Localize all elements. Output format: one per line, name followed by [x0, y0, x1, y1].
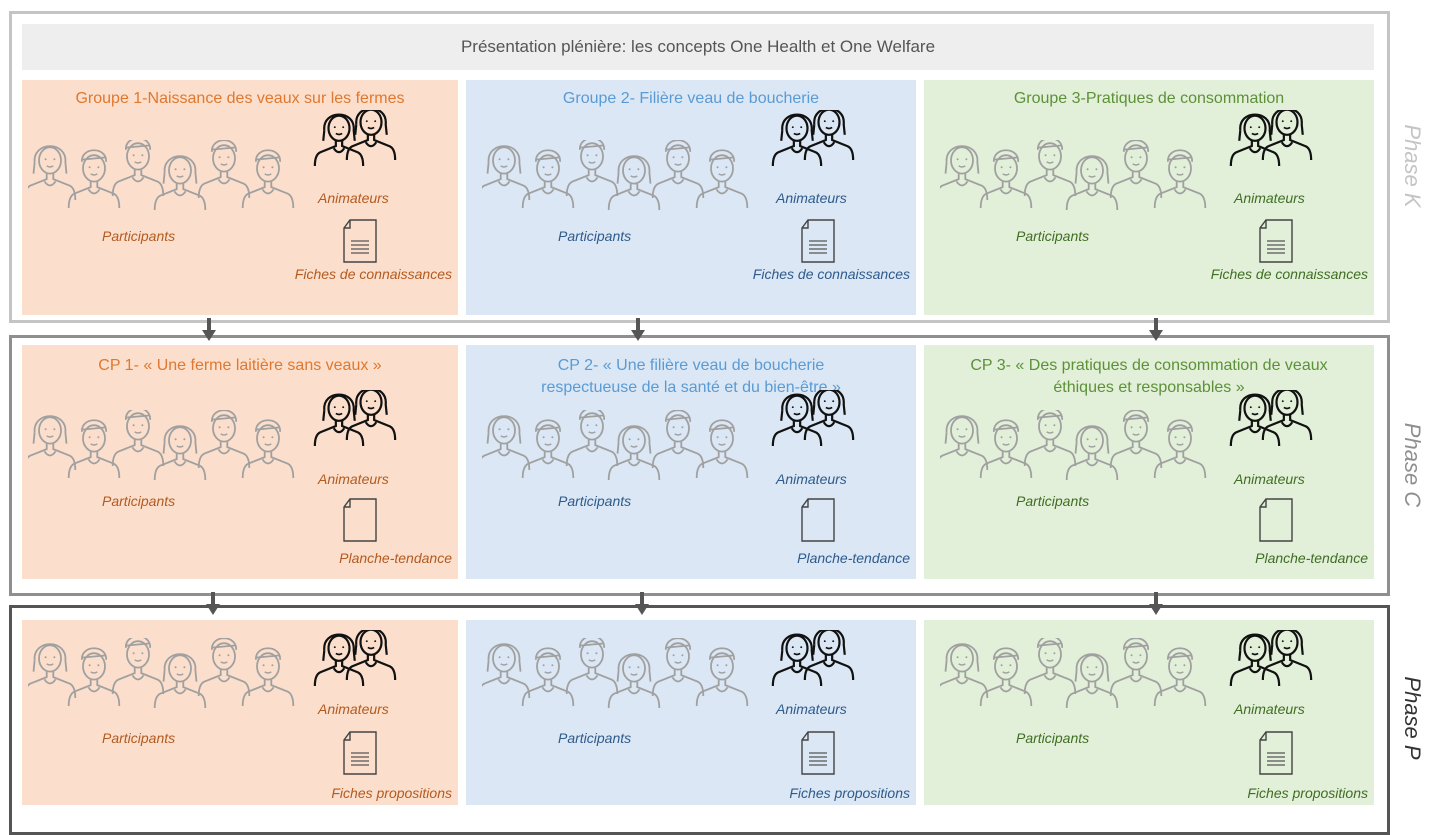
document-lined-icon — [340, 730, 380, 781]
document-lined-icon — [1256, 218, 1296, 269]
participants-label: Participants — [558, 730, 632, 746]
panel-phase2-group3: Participants Animateurs Fiches propositi… — [924, 620, 1374, 805]
animators-label: Animateurs — [776, 190, 847, 206]
document-lined-icon — [798, 218, 838, 269]
animators-label: Animateurs — [1234, 190, 1305, 206]
document-label: Planche-tendance — [339, 550, 452, 566]
document-label: Fiches propositions — [1247, 785, 1368, 801]
arrow-c-p-3-head — [1149, 604, 1163, 615]
participants-group-icon — [23, 635, 308, 723]
document-label: Fiches de connaissances — [294, 266, 452, 282]
panel-title: CP 3- « Des pratiques de consommation de… — [970, 357, 1328, 396]
document-lined-icon — [798, 730, 838, 781]
participants-group-icon — [23, 137, 308, 225]
animators-label: Animateurs — [318, 471, 389, 487]
panel-title: Groupe 1-Naissance des veaux sur les fer… — [75, 90, 405, 107]
panel-phase2-group2: Participants Animateurs Fiches propositi… — [466, 620, 916, 805]
arrow-c-p-2-head — [635, 604, 649, 615]
arrow-k-c-3-head — [1149, 330, 1163, 341]
participants-label: Participants — [102, 493, 176, 509]
phase-c-frame — [9, 335, 1390, 596]
participants-label: Participants — [1016, 730, 1090, 746]
panel-phase2-group1: Participants Animateurs Fiches propositi… — [22, 620, 458, 805]
arrow-c-p-1-head — [206, 604, 220, 615]
participants-group-icon — [477, 137, 762, 225]
animators-pair-icon — [771, 627, 861, 695]
document-label: Planche-tendance — [1255, 550, 1368, 566]
animators-pair-icon — [1229, 107, 1319, 175]
panel-title: Groupe 2- Filière veau de boucherie — [562, 90, 820, 107]
animators-pair-icon — [771, 107, 861, 175]
panel-phase0-group3: Groupe 3-Pratiques de consommation — [924, 80, 1374, 315]
participants-label: Participants — [558, 228, 632, 244]
participants-label: Participants — [102, 228, 176, 244]
document-blank-icon — [1256, 497, 1296, 548]
plenary-presentation-bar: Présentation plénière: les concepts One … — [22, 24, 1374, 70]
participants-label: Participants — [558, 493, 632, 509]
document-blank-icon — [340, 497, 380, 548]
animators-label: Animateurs — [318, 701, 389, 717]
animators-pair-icon — [1229, 387, 1319, 455]
participants-label: Participants — [1016, 228, 1090, 244]
document-label: Fiches propositions — [331, 785, 452, 801]
animators-label: Animateurs — [776, 471, 847, 487]
animators-label: Animateurs — [1234, 701, 1305, 717]
panel-title: CP 1- « Une ferme laitière sans veaux » — [98, 357, 382, 374]
document-label: Fiches de connaissances — [752, 266, 910, 282]
document-label: Fiches de connaissances — [1210, 266, 1368, 282]
document-lined-icon — [1256, 730, 1296, 781]
participants-group-icon — [477, 635, 762, 723]
panel-title: CP 2- « Une filière veau de boucherie re… — [541, 357, 841, 396]
document-label: Fiches propositions — [789, 785, 910, 801]
arrow-k-c-1-head — [202, 330, 216, 341]
phase-k-frame — [9, 11, 1390, 323]
animators-label: Animateurs — [776, 701, 847, 717]
participants-group-icon — [935, 137, 1220, 225]
panel-title: Groupe 3-Pratiques de consommation — [1013, 90, 1285, 107]
arrow-k-c-2-head — [631, 330, 645, 341]
animators-label: Animateurs — [1234, 471, 1305, 487]
panel-phase1-group3: CP 3- « Des pratiques de consommation de… — [924, 345, 1374, 579]
participants-group-icon — [23, 407, 308, 495]
panel-phase1-group1: CP 1- « Une ferme laitière sans veaux » — [22, 345, 458, 579]
panel-phase0-group2: Groupe 2- Filière veau de boucherie — [466, 80, 916, 315]
panel-phase1-group2: CP 2- « Une filière veau de boucherie re… — [466, 345, 916, 579]
participants-group-icon — [935, 635, 1220, 723]
participants-label: Participants — [1016, 493, 1090, 509]
panel-phase0-group1: Groupe 1-Naissance des veaux sur les fer… — [22, 80, 458, 315]
document-label: Planche-tendance — [797, 550, 910, 566]
participants-label: Participants — [102, 730, 176, 746]
document-lined-icon — [340, 218, 380, 269]
document-blank-icon — [798, 497, 838, 548]
arrows-layer — [202, 318, 1163, 615]
animators-label: Animateurs — [318, 190, 389, 206]
